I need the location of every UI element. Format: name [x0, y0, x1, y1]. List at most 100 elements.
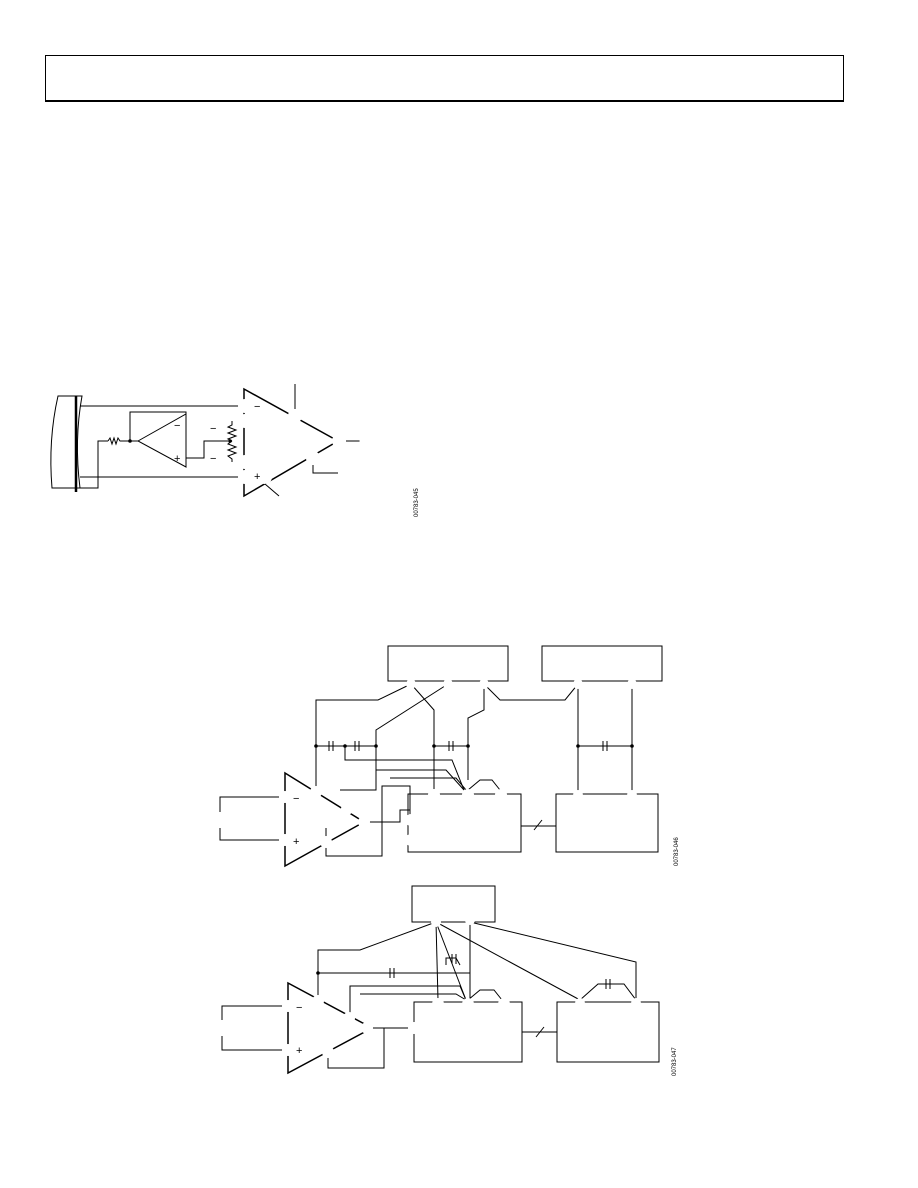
wire-buffer-in	[186, 440, 228, 459]
sign-plus: +	[254, 471, 260, 483]
junction-dot	[630, 744, 634, 748]
terminal-ref	[338, 470, 344, 476]
wire-star-adc-2	[435, 921, 467, 1001]
supply-pin	[479, 679, 489, 689]
adc-box	[407, 793, 522, 853]
processor-pin	[631, 998, 641, 1008]
terminal-vpos	[292, 378, 298, 384]
pin-vneg	[343, 1012, 355, 1024]
pin-ref	[306, 451, 320, 465]
shield-resistor	[107, 436, 130, 446]
signal-source	[214, 1020, 230, 1036]
figure-code: 00783-045	[414, 488, 420, 517]
junction-dot	[466, 744, 470, 748]
pin-ref	[322, 1046, 334, 1058]
cap-bracket	[445, 957, 461, 966]
wire-ground-ref-2	[376, 769, 465, 791]
processor-box	[555, 793, 659, 853]
pin-in-plus	[238, 470, 252, 484]
sign-minus: −	[293, 793, 299, 805]
processor-box	[556, 1001, 660, 1063]
figure-code: 00783-047	[672, 1047, 678, 1076]
page-header	[45, 55, 844, 102]
buffer-sign-plus: +	[174, 453, 180, 465]
wire-adc-ref	[467, 684, 485, 780]
adc-pin	[462, 998, 474, 1010]
junction-dot	[576, 744, 580, 748]
sign-plus: +	[296, 1045, 302, 1057]
terminal-output	[359, 438, 365, 444]
pin-output	[358, 816, 370, 828]
adc-pin	[432, 998, 444, 1010]
processor-pin	[573, 790, 583, 800]
buffer-sign-minus: −	[174, 420, 180, 432]
adc-box	[413, 1001, 523, 1063]
buffer-opamp	[136, 413, 187, 468]
sign-minus: −	[296, 1002, 302, 1014]
wire-star-adc-1	[435, 921, 439, 1001]
junction-dot	[432, 744, 436, 748]
inamp-triangle	[287, 981, 374, 1075]
wire-source-minus	[221, 1005, 288, 1020]
sign-plus: +	[293, 836, 299, 848]
wire-adc-pin-bridge	[467, 989, 503, 1001]
adc-pin	[498, 998, 510, 1010]
wire-ground-ref-1	[349, 985, 467, 1018]
wire-buffer-feedback	[129, 411, 187, 441]
junction-dot	[314, 744, 318, 748]
adc-pin	[495, 789, 507, 801]
pin-ref	[320, 836, 332, 848]
pin-in-plus	[279, 834, 291, 846]
gain-sign-b: −	[210, 453, 216, 465]
analog-supply-box	[387, 645, 509, 682]
gain-resistor-bottom	[226, 440, 238, 462]
pin-vneg	[341, 803, 353, 815]
pin-vneg	[258, 470, 272, 484]
supply-pin	[443, 679, 453, 689]
supply-pin	[627, 679, 637, 689]
lead-vneg	[264, 483, 280, 497]
adc-pin	[405, 834, 417, 846]
wire-supply-dsp	[469, 921, 637, 1000]
wire-ref-loop	[327, 1028, 385, 1069]
junction-dot	[374, 744, 378, 748]
adc-input-pin	[408, 1022, 420, 1034]
pin-in-minus	[238, 399, 252, 413]
junction-dot	[343, 744, 347, 748]
wire-source-plus	[219, 828, 286, 841]
pin-rg1	[238, 414, 252, 428]
wire-adc-supply	[410, 683, 435, 794]
adc-pin	[428, 789, 440, 801]
cable-shield-loop	[240, 995, 264, 1055]
junction-dot	[228, 439, 232, 443]
bus-slash	[533, 819, 543, 831]
wire-ground-ref-3	[390, 777, 467, 791]
pin-rg2	[238, 455, 252, 469]
wire-adc-pin-bridge	[467, 779, 501, 791]
gain-resistor-top	[226, 421, 238, 442]
wire-source-plus	[221, 1036, 288, 1051]
wire-ground-ref-1	[344, 746, 465, 791]
supply-pin	[465, 915, 475, 925]
bus-slash	[535, 1026, 545, 1038]
supply-pin	[406, 679, 416, 689]
adc-pin	[405, 814, 417, 826]
terminal-vneg	[276, 496, 282, 502]
junction-dot	[316, 971, 320, 975]
wire-shield	[76, 440, 108, 489]
wire-star-amp	[317, 921, 437, 1000]
supply-pin	[573, 679, 583, 689]
pin-in-minus	[279, 791, 291, 803]
wire-dsp-cap	[579, 983, 637, 1001]
processor-pin	[575, 998, 585, 1008]
pin-vpos	[312, 995, 324, 1007]
pin-vpos	[288, 409, 302, 423]
lead-ref	[312, 465, 338, 474]
gain-sign-a: −	[210, 423, 216, 435]
pin-output	[332, 434, 346, 448]
wire-ground-ref-2	[360, 993, 467, 1001]
figure-code: 00783-046	[674, 837, 680, 866]
